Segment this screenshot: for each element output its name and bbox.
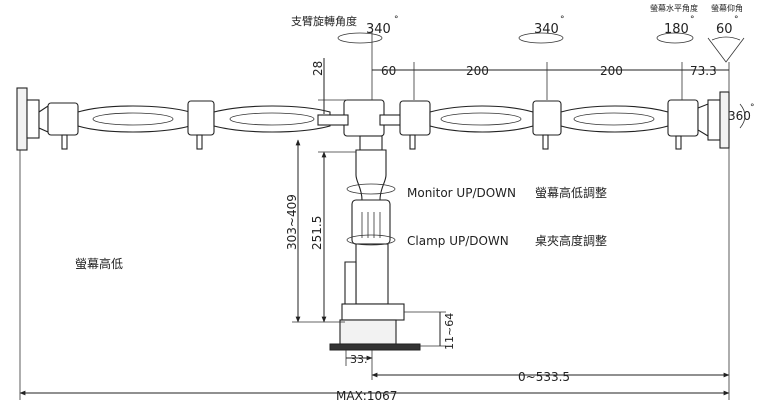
right-tilt-joint [697, 103, 709, 137]
label-swivel-angle: 支臂旋轉角度 [291, 14, 357, 28]
dim-251: 251.5 [310, 216, 324, 250]
arm-segment-3 [429, 105, 534, 133]
label-screen-height: 螢幕高低 [75, 256, 123, 271]
arm-segment-4 [560, 105, 669, 133]
center-hub-left-connector [317, 114, 349, 126]
dim-11-64: 11~64 [443, 313, 456, 350]
clamp-base [329, 343, 421, 351]
degree-a4: ° [734, 15, 739, 25]
arm-segment-2 [213, 105, 331, 133]
right-monitor-plate [719, 91, 730, 149]
left-tilt-joint [38, 104, 49, 133]
joint-left-mid [187, 100, 215, 136]
dim-max: MAX:1067 [336, 389, 397, 403]
rotation-arrow-clamp [346, 234, 396, 246]
angle-a5: 360 [728, 109, 751, 123]
pole-collar [359, 135, 383, 151]
dim-303-409: 303~409 [285, 194, 299, 250]
clamp-body [339, 319, 397, 345]
clamp-adjust-block [351, 199, 391, 245]
arm-assembly [16, 87, 730, 151]
left-plate-adapter [26, 99, 40, 139]
label-clamp-updown: Clamp UP/DOWN [407, 234, 509, 248]
label-screen-tilt-angle: 螢幕仰角 [711, 3, 743, 13]
label-monitor-updown-zh: 螢幕高低調整 [535, 185, 607, 200]
rotation-arrow-a3 [656, 32, 694, 44]
angle-a1: 340 [366, 22, 391, 37]
pole-assembly [329, 135, 421, 351]
angle-a4: 60 [716, 22, 733, 37]
angle-a3: 180 [664, 22, 689, 37]
joint-center-right [399, 100, 431, 136]
joint-left-end-pin [61, 134, 68, 150]
clamp-top-plate [341, 303, 405, 321]
degree-a5: ° [750, 103, 755, 113]
dim-73: 73.3 [690, 64, 717, 78]
label-monitor-updown: Monitor UP/DOWN [407, 186, 516, 200]
joint-right-end [667, 99, 699, 137]
rotation-arrow-a5 [739, 103, 746, 129]
pole-lower-column [355, 243, 389, 305]
dim-28: 28 [311, 61, 325, 76]
rotation-arrows [337, 32, 746, 246]
labels: 支臂旋轉角度 螢幕水平角度 螢幕仰角 340 ° 340 ° 180 ° 60 … [75, 3, 755, 403]
clamp-back [344, 261, 357, 305]
dimension-lines [19, 32, 730, 400]
pole-upper-column [355, 149, 387, 201]
joint-left-end [47, 102, 79, 136]
arm-segment-2-slot [229, 112, 315, 126]
arm-segment-3-slot [440, 112, 522, 126]
label-clamp-updown-zh: 桌夾高度調整 [535, 233, 607, 248]
degree-a3: ° [690, 15, 695, 25]
rotation-arrow-a2 [518, 32, 564, 44]
dim-200-right: 200 [600, 64, 623, 78]
degree-a1: ° [394, 15, 399, 25]
tilt-angle-arc [711, 36, 741, 41]
joint-right-mid-pin [542, 134, 549, 150]
angle-a2: 340 [534, 22, 559, 37]
joint-right-end-pin [675, 135, 682, 150]
arm-segment-4-slot [573, 112, 655, 126]
dim-33: 33. [350, 353, 368, 366]
label-screen-horizontal-angle: 螢幕水平角度 [650, 3, 698, 13]
dim-60: 60 [381, 64, 396, 78]
joint-center-right-pin [409, 134, 416, 150]
degree-a2: ° [560, 15, 565, 25]
right-plate-adapter [707, 99, 721, 141]
joint-left-mid-pin [196, 134, 203, 150]
left-monitor-plate [16, 87, 28, 151]
tilt-angle-cone [707, 37, 745, 63]
rotation-arrow-a1 [337, 32, 383, 44]
rotation-arrow-monitor [346, 183, 396, 195]
center-hub [343, 99, 385, 137]
dim-0-533: 0~533.5 [518, 370, 570, 384]
arm-segment-1-slot [92, 112, 174, 126]
joint-right-mid [532, 100, 562, 136]
dim-200-left: 200 [466, 64, 489, 78]
